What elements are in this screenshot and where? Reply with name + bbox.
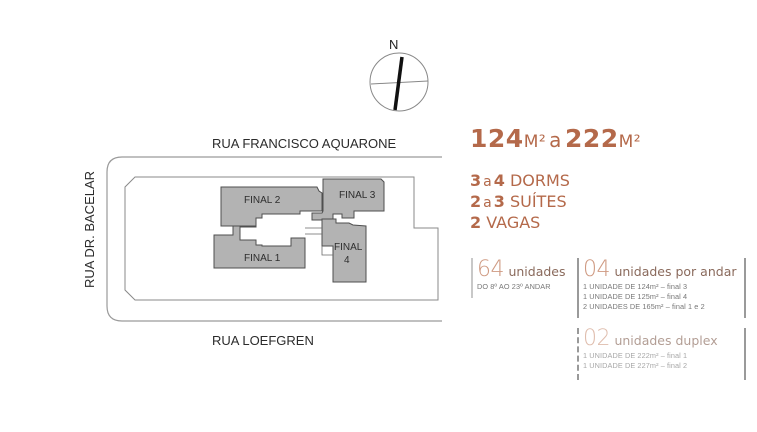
stat-total: 64 unidades DO 8º AO 23º ANDAR — [477, 257, 566, 292]
stat-per-floor: 04 unidades por andar 1 UNIDADE DE 124m²… — [583, 257, 737, 312]
unit-label-final-3: FINAL 3 — [339, 190, 376, 201]
street-label-top: RUA FRANCISCO AQUARONE — [212, 136, 397, 151]
north-compass: N — [367, 37, 431, 117]
street-label-bottom: RUA LOEFGREN — [212, 333, 314, 348]
divider — [577, 328, 579, 380]
north-label: N — [389, 37, 399, 52]
unit-label-final-1: FINAL 1 — [244, 253, 281, 264]
unit-label-final-4-num: 4 — [344, 255, 350, 266]
stat-duplex-line: 1 UNIDADE DE 222m² – final 1 — [583, 351, 688, 360]
stat-duplex-label: unidades duplex — [614, 333, 718, 348]
building-final-4 — [321, 218, 367, 283]
lot-boundary — [124, 176, 439, 301]
divider — [744, 258, 746, 318]
stat-per-floor-line: 1 UNIDADE DE 124m² – final 3 — [583, 282, 688, 291]
stat-per-floor-line: 2 UNIDADES DE 165m² – final 1 e 2 — [583, 302, 705, 311]
stat-total-sub: DO 8º AO 23º ANDAR — [477, 282, 551, 291]
area-min: 124 — [470, 124, 524, 153]
area-connector: a — [549, 128, 562, 152]
street-label-left: RUA DR. BACELAR — [82, 170, 97, 288]
stat-total-label: unidades — [508, 264, 566, 279]
area-max: 222 — [564, 124, 619, 153]
divider — [577, 258, 579, 318]
building-final-3 — [311, 178, 385, 221]
stat-per-floor-label: unidades por andar — [614, 264, 737, 279]
stat-per-floor-line: 1 UNIDADE DE 125m² – final 4 — [583, 292, 688, 301]
stat-total-number: 64 — [477, 257, 505, 282]
north-arrow-icon — [369, 52, 429, 112]
divider — [744, 328, 746, 380]
area-unit-2: M² — [618, 132, 642, 152]
unit-label-final-2: FINAL 2 — [244, 195, 281, 206]
area-unit: M² — [523, 132, 547, 152]
divider — [471, 258, 473, 298]
stat-duplex-number: 02 — [583, 326, 611, 351]
stat-duplex: 02 unidades duplex 1 UNIDADE DE 222m² – … — [583, 326, 718, 371]
stat-duplex-line: 1 UNIDADE DE 227m² – final 2 — [583, 361, 688, 370]
street-curb — [106, 156, 442, 322]
unit-label-final-4: FINAL — [334, 242, 363, 253]
stat-per-floor-number: 04 — [583, 257, 611, 282]
feature-parking: 2 VAGAS — [470, 213, 541, 232]
